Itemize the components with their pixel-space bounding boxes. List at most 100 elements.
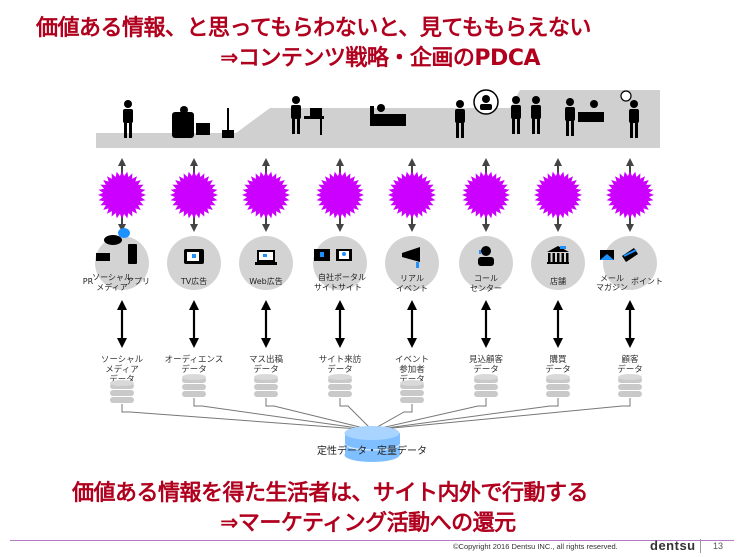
headline-top-line1: 価値ある情報、と思ってもらわないと、見てももらえない: [36, 16, 591, 41]
data-source-label: 顧客: [621, 354, 639, 365]
attention-burst-4: [316, 158, 364, 232]
arrow-down-icon: [262, 224, 270, 232]
database-icon: [328, 374, 352, 397]
attention-burst-1: [98, 158, 146, 232]
arrow-down-icon: [336, 224, 344, 232]
database-icon: [182, 374, 206, 397]
megaphone-icon: [402, 247, 420, 268]
data-source-5: イベント参加者データ: [395, 355, 429, 403]
connector-line: [371, 398, 559, 431]
touchpoint-label: リアル: [400, 274, 424, 283]
burst-icon: [462, 171, 510, 219]
person-watching-tv-icon: [172, 106, 234, 138]
arrow-down-icon: [118, 224, 126, 232]
person-at-store-counter-icon: [565, 98, 604, 136]
attention-burst-7: [534, 158, 582, 232]
arrow-up-icon: [336, 158, 344, 166]
people-talking-icon: [511, 96, 541, 134]
burst-icon: [242, 171, 290, 219]
central-database-icon: [344, 426, 401, 462]
arrow-up-icon: [118, 158, 126, 166]
data-flow-arrow-3: [261, 300, 271, 348]
arrow-down-icon: [408, 224, 416, 232]
data-flow-arrow-1: [117, 300, 127, 348]
data-source-label: データ: [473, 364, 499, 375]
burst-icon: [534, 171, 582, 219]
touchpoint-7: 店舗: [531, 236, 585, 290]
attention-burst-2: [170, 158, 218, 232]
arrow-up-icon: [482, 158, 490, 166]
data-flow-arrow-4: [335, 300, 345, 348]
data-flow-arrow-6: [481, 300, 491, 348]
data-source-label: データ: [327, 364, 353, 375]
touchpoint-label: 店舗: [550, 276, 566, 286]
database-icon: [474, 374, 498, 397]
data-flow-arrow-8: [625, 300, 635, 348]
database-icon: [400, 380, 424, 403]
person-at-laptop-icon: [291, 96, 324, 135]
headline-top-line2: ⇒コンテンツ戦略・企画のPDCA: [220, 46, 541, 71]
touchpoint-label: マガジン: [596, 282, 628, 292]
headline-bottom-line1: 価値ある情報を得た生活者は、サイト内外で行動する: [72, 481, 589, 506]
touchpoint-2: TV広告: [167, 236, 221, 290]
connector-line: [371, 398, 487, 431]
attention-burst-5: [388, 158, 436, 232]
touchpoint-label: PR: [83, 277, 94, 286]
burst-icon: [606, 171, 654, 219]
connector-line: [265, 398, 373, 431]
arrow-down-icon: [190, 224, 198, 232]
touchpoint-label: サイト: [314, 283, 338, 292]
store-icon: [547, 246, 569, 264]
connector-line: [193, 398, 373, 431]
database-icon: [618, 374, 642, 397]
data-flow-arrow-7: [553, 300, 563, 348]
tv-icon: [184, 249, 204, 264]
data-source-label: データ: [617, 364, 643, 375]
touchpoint-label: ポイント: [631, 277, 663, 286]
data-source-label: 購買: [549, 354, 567, 365]
arrow-up-icon: [262, 158, 270, 166]
data-source-label: イベント: [395, 355, 429, 365]
person-with-phone-icon: [123, 100, 133, 138]
data-source-label: サイト来訪: [319, 354, 362, 365]
data-flow-arrow-5: [407, 300, 417, 348]
touchpoint-label: コール: [474, 274, 498, 283]
person-searching-icon: [620, 90, 639, 138]
data-source-1: ソーシャルメディアデータ: [101, 355, 144, 403]
touchpoint-label: 自社: [318, 272, 334, 282]
call-center-icon: [478, 246, 494, 266]
burst-icon: [388, 171, 436, 219]
touchpoint-label: センター: [470, 284, 502, 293]
data-source-label: ソーシャル: [101, 355, 144, 365]
touchpoint-label: アプリ: [126, 277, 150, 286]
burst-icon: [316, 171, 364, 219]
touchpoint-label: Web広告: [249, 276, 282, 286]
database-icon: [546, 374, 570, 397]
burst-icon: [170, 171, 218, 219]
connector-line: [371, 404, 413, 431]
touchpoint-label: イベント: [396, 284, 428, 293]
headline-bottom-line2: ⇒マーケティング活動への還元: [220, 511, 516, 536]
burst-icon: [98, 171, 146, 219]
touchpoint-label: メール: [600, 274, 624, 283]
attention-burst-6: [462, 158, 510, 232]
arrow-up-icon: [554, 158, 562, 166]
arrow-down-icon: [626, 224, 634, 232]
touchpoint-label: ポータル: [334, 273, 366, 282]
person-lying-with-tablet-icon: [370, 104, 406, 126]
data-source-label: データ: [545, 364, 571, 375]
data-source-label: 見込顧客: [469, 354, 504, 365]
mail-card-icon: [600, 248, 638, 262]
central-database-label: 定性データ・定量データ: [317, 444, 427, 457]
website-devices-icon: [314, 249, 352, 261]
data-source-label: マス出稿: [249, 354, 284, 365]
data-source-label: 参加者: [399, 364, 425, 375]
